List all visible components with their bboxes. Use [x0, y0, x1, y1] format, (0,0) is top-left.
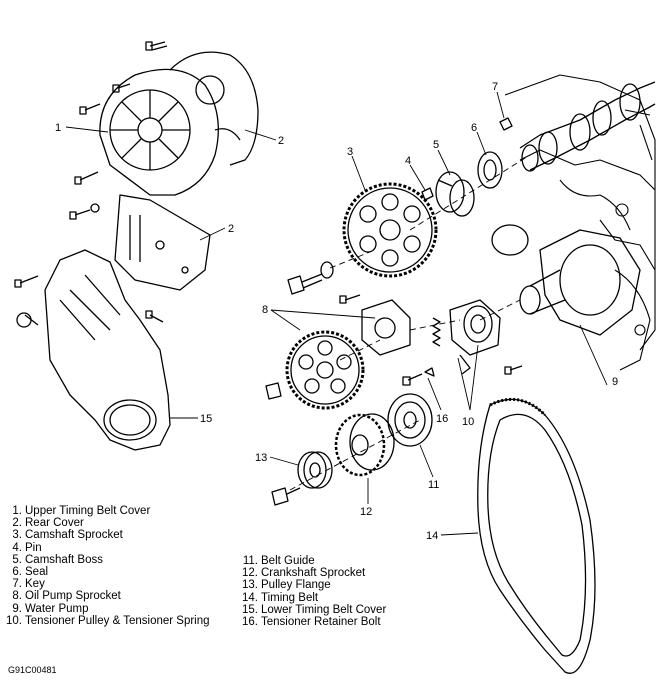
legend-item-number: 2.: [12, 517, 22, 530]
callout-14: 14: [426, 530, 438, 542]
callout-11: 11: [428, 479, 439, 491]
legend-item: 6.Seal: [4, 566, 210, 578]
legend-item: 15.Lower Timing Belt Cover: [240, 604, 386, 616]
legend-item-text: Pulley Flange: [261, 579, 331, 592]
legend-item: 3.Camshaft Sprocket: [4, 529, 210, 541]
legend-item: 14.Timing Belt: [240, 592, 386, 604]
legend-item-text: Timing Belt: [261, 591, 319, 604]
key-part: [499, 117, 513, 131]
legend-item: 4.Pin: [4, 542, 210, 554]
oil-pump-hub: [265, 294, 411, 400]
callout-15: 15: [200, 413, 212, 425]
belt-guide: [387, 393, 433, 447]
legend-item-text: Belt Guide: [261, 555, 315, 567]
legend-item: 11.Belt Guide: [240, 555, 386, 567]
camshaft: [519, 81, 656, 172]
callout-3: 3: [347, 146, 353, 158]
callout-2-upper: 2: [278, 135, 284, 147]
legend-item: 7.Key: [4, 578, 210, 590]
callout-2-lower: 2: [228, 223, 234, 235]
legend-item-text: Seal: [25, 566, 49, 579]
sprocket-bolt: [287, 261, 334, 295]
tensioner-spring: [432, 317, 441, 347]
legend-item-number: 11.: [242, 555, 258, 567]
callout-6: 6: [471, 122, 477, 134]
legend-item-number: 9.: [12, 602, 22, 615]
oil-pump-sprocket: [285, 330, 365, 410]
legend-item: 9.Water Pump: [4, 603, 210, 615]
leader-lines: [65, 91, 608, 536]
lower-timing-belt-cover: [14, 249, 171, 451]
tensioner-pulley: [449, 299, 501, 375]
legend-item-text: Rear Cover: [25, 517, 84, 530]
callout-7: 7: [492, 81, 498, 93]
callout-12: 12: [360, 506, 372, 518]
legend-item-text: Tensioner Pulley & Tensioner Spring: [25, 614, 210, 627]
timing-belt: [477, 397, 596, 674]
legend-item-number: 15.: [242, 603, 258, 616]
legend-item-number: 7.: [12, 578, 22, 591]
legend-item-text: Upper Timing Belt Cover: [25, 505, 151, 517]
callout-5: 5: [433, 139, 439, 151]
legend-item-text: Lower Timing Belt Cover: [261, 603, 387, 616]
camshaft-boss-part: [435, 171, 475, 217]
legend-item-number: 12.: [242, 567, 258, 580]
pulley-flange: [271, 451, 333, 506]
legend-item-number: 10.: [6, 614, 22, 627]
callout-9: 9: [612, 376, 618, 388]
callout-1: 1: [55, 122, 61, 134]
cover-bolts: [74, 41, 168, 185]
legend-item-text: Key: [25, 578, 45, 591]
camshaft-sprocket: [342, 182, 438, 278]
legend-item: 10.Tensioner Pulley & Tensioner Spring: [4, 615, 210, 627]
legend-item: 2.Rear Cover: [4, 517, 210, 529]
callout-8: 8: [262, 304, 268, 316]
tensioner-retainer-bolt: [402, 365, 523, 386]
figure-code: G91C00481: [8, 665, 57, 675]
callout-labels: 1 2 2 3 4 5 6 7 8 9 10 11 12 13 14 15 16: [55, 81, 618, 542]
rear-cover-lower: [69, 194, 211, 291]
legend-item: 16.Tensioner Retainer Bolt: [240, 616, 386, 628]
crankshaft-sprocket: [334, 413, 395, 477]
legend-item-number: 16.: [242, 616, 258, 629]
legend-item-text: Tensioner Retainer Bolt: [261, 616, 381, 629]
legend-item-number: 6.: [12, 566, 22, 579]
legend-item-number: 3.: [12, 529, 22, 542]
legend-item-text: Pin: [25, 541, 42, 554]
legend-item-text: Water Pump: [25, 602, 89, 615]
legend-item-text: Crankshaft Sprocket: [261, 567, 366, 580]
legend-item-text: Oil Pump Sprocket: [25, 590, 121, 603]
callout-4: 4: [405, 155, 411, 167]
rear-cover-upper: [169, 51, 259, 166]
legend-item-number: 14.: [242, 591, 258, 604]
upper-timing-belt-cover: [99, 68, 219, 196]
legend-item-number: 5.: [12, 553, 22, 566]
alignment-centerlines: [289, 154, 531, 491]
callout-16: 16: [436, 413, 448, 425]
legend-item-text: Camshaft Sprocket: [25, 529, 123, 542]
callout-10: 10: [462, 416, 474, 428]
legend-item-number: 1.: [12, 505, 22, 517]
legend-item: 8.Oil Pump Sprocket: [4, 590, 210, 602]
callout-13: 13: [255, 452, 267, 464]
legend-item: 1.Upper Timing Belt Cover: [4, 505, 210, 517]
legend-item: 13.Pulley Flange: [240, 579, 386, 591]
legend-item-number: 13.: [242, 579, 258, 592]
pin-part: [421, 187, 434, 201]
seal-part: [477, 151, 503, 189]
legend-item: 5.Camshaft Boss: [4, 554, 210, 566]
water-pump: [491, 224, 641, 336]
legend-item: 12.Crankshaft Sprocket: [240, 567, 386, 579]
legend-item-text: Camshaft Boss: [25, 553, 103, 566]
legend-item-number: 8.: [12, 590, 22, 603]
legend-item-number: 4.: [12, 541, 22, 554]
